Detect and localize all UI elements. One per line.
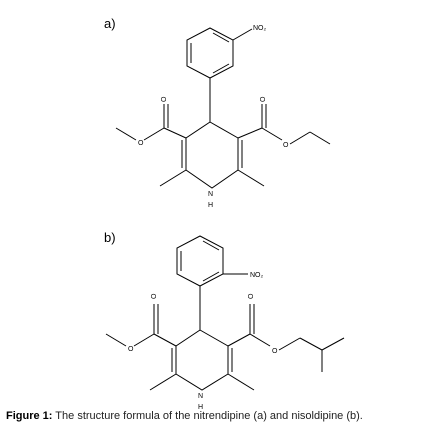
n-label-a: N [208, 191, 213, 198]
nitro-label-b: NO₂ [250, 272, 264, 279]
benzene-ring-b [176, 235, 224, 287]
dihydropyridine-ring-b [175, 329, 229, 391]
ester-o-right-a: O [283, 142, 289, 149]
ester-o-left-b: O [128, 346, 134, 353]
n-label-b: N [198, 393, 203, 400]
caption-text: The structure formula of the nitrendipin… [52, 410, 363, 422]
nitro-label-a: NO₂ [253, 25, 267, 32]
nh-label-b: H [198, 404, 203, 411]
carbonyl-o-right-b: O [248, 293, 255, 299]
ester-o-right-b: O [272, 348, 278, 355]
nh-label-a: H [208, 202, 213, 209]
carbonyl-o-right-a: O [260, 96, 267, 102]
panel-label-b: b) [104, 230, 116, 245]
figure-caption: Figure 1: The structure formula of the n… [6, 410, 444, 422]
panel-label-a: a) [104, 16, 116, 31]
caption-prefix: Figure 1: [6, 410, 53, 422]
carbonyl-o-left-b: O [151, 293, 158, 299]
carbonyl-o-left-a: O [161, 96, 168, 102]
ester-o-left-a: O [138, 140, 144, 147]
